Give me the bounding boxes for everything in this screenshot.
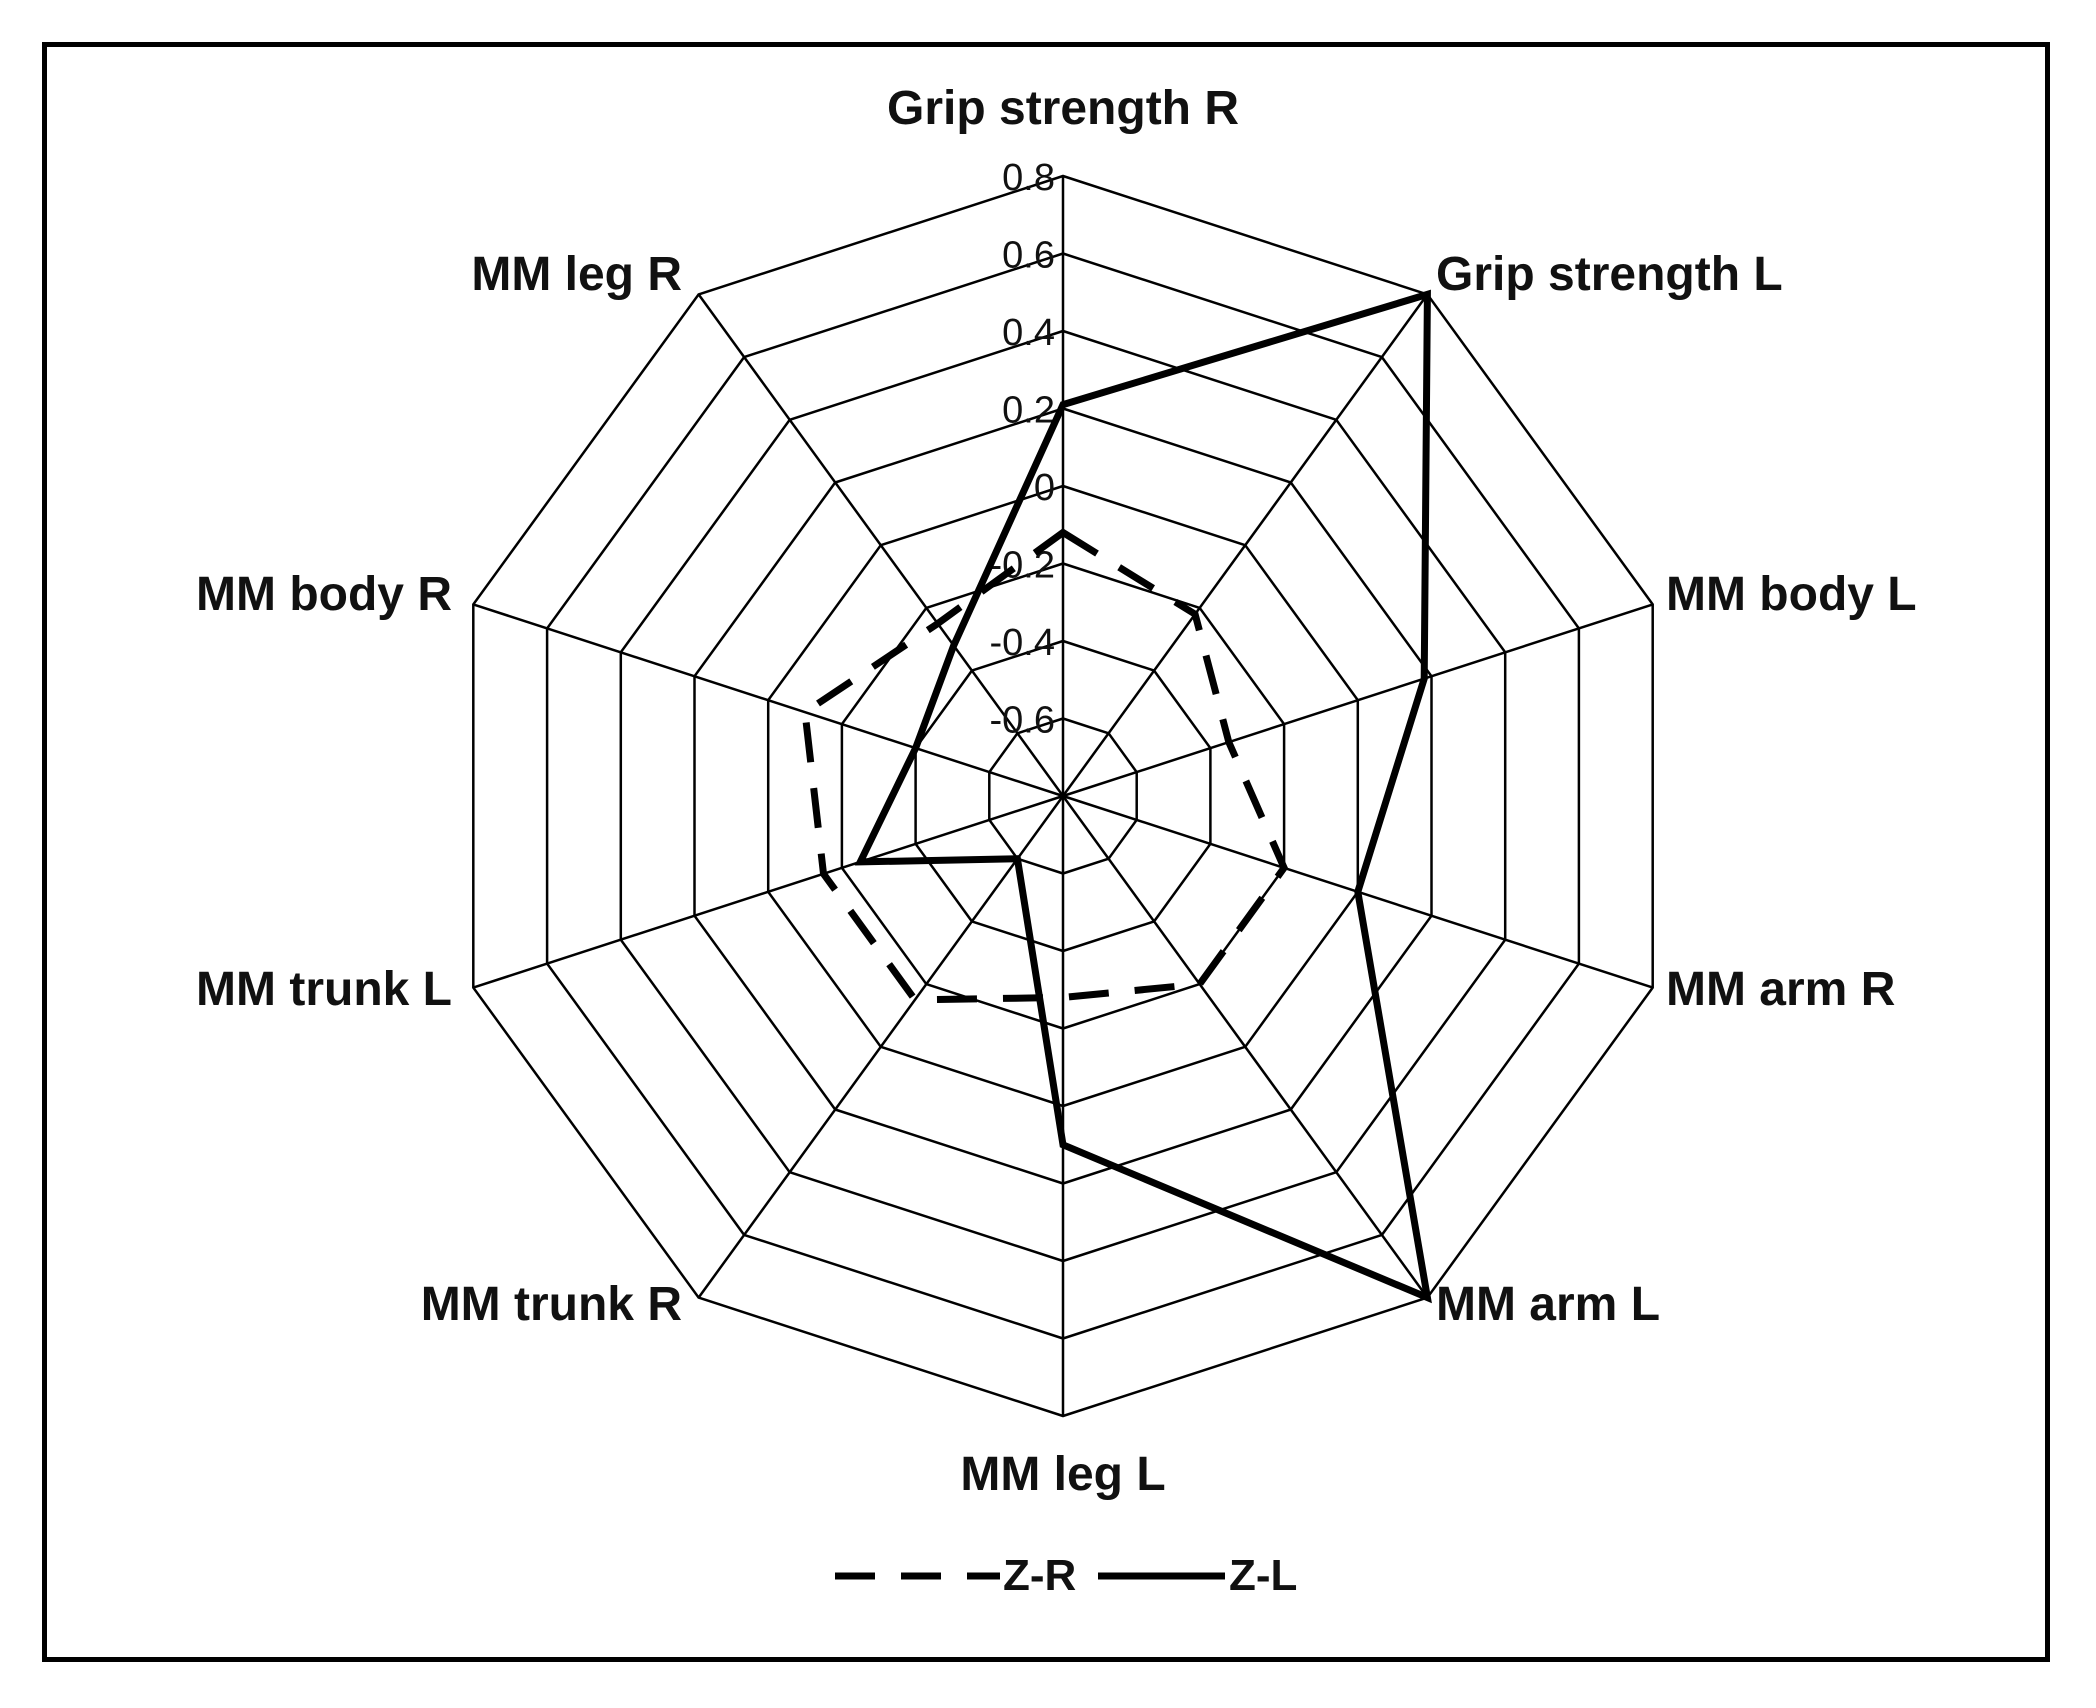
axis-label: Grip strength R [887,82,1239,135]
grid-spoke [1061,293,1429,797]
series-line-z-r [801,528,1289,1004]
figure-frame [42,42,2050,1662]
grid-spoke [472,603,1064,798]
radial-tick-labels: 0.80.60.40.20-0.2-0.4-0.6 [990,157,1055,742]
grid-spoke [697,293,1065,797]
axis-label: MM leg L [960,1448,1165,1501]
axis-label: MM trunk L [196,963,452,1016]
axis-label: MM body L [1666,568,1917,621]
axis-labels: Grip strength R Grip strength L MM body L M… [196,82,1917,1501]
legend: Z-R Z-L [835,1551,1297,1600]
tick-label: -0.6 [990,700,1055,742]
series-lines [801,289,1432,1304]
axis-label: MM trunk R [421,1278,682,1331]
tick-label: 0 [1034,467,1055,509]
grid-spoke [472,794,1064,989]
radar-grid [472,174,1654,1418]
axis-label: MM arm L [1436,1278,1660,1331]
axis-label: MM body R [196,568,452,621]
series-line-z-l [854,289,1432,1304]
grid-spoke [1062,603,1654,798]
axis-label: MM arm R [1666,963,1895,1016]
legend-label-z-l: Z-L [1229,1551,1297,1600]
tick-label: -0.4 [990,622,1055,664]
tick-label: 0.4 [1002,312,1055,354]
grid-spoke [1061,795,1429,1299]
axis-label: Grip strength L [1436,248,1783,301]
grid-spoke [697,795,1065,1299]
tick-label: 0.8 [1002,157,1055,199]
tick-label: 0.2 [1002,390,1055,432]
tick-label: 0.6 [1002,235,1055,277]
legend-label-z-r: Z-R [1003,1551,1076,1600]
axis-label: MM leg R [471,248,682,301]
